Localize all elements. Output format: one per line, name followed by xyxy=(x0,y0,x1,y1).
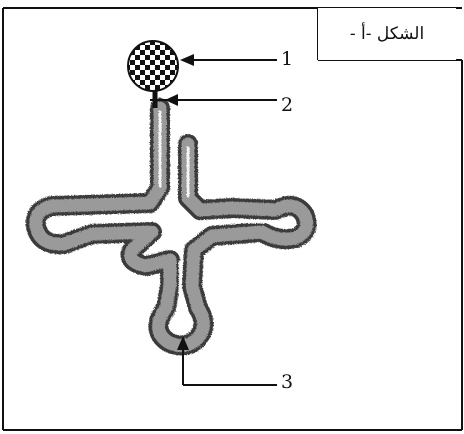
figure-border xyxy=(3,8,462,430)
trna-molecule xyxy=(36,108,307,346)
label-1: 1 xyxy=(281,50,293,69)
figure-title: الشكل -أ - xyxy=(318,8,456,60)
label-3: 3 xyxy=(281,373,293,392)
arrow-2 xyxy=(165,94,277,106)
amino-acid-circle xyxy=(128,41,178,91)
arrow-1 xyxy=(180,54,277,66)
label-2: 2 xyxy=(281,96,293,115)
